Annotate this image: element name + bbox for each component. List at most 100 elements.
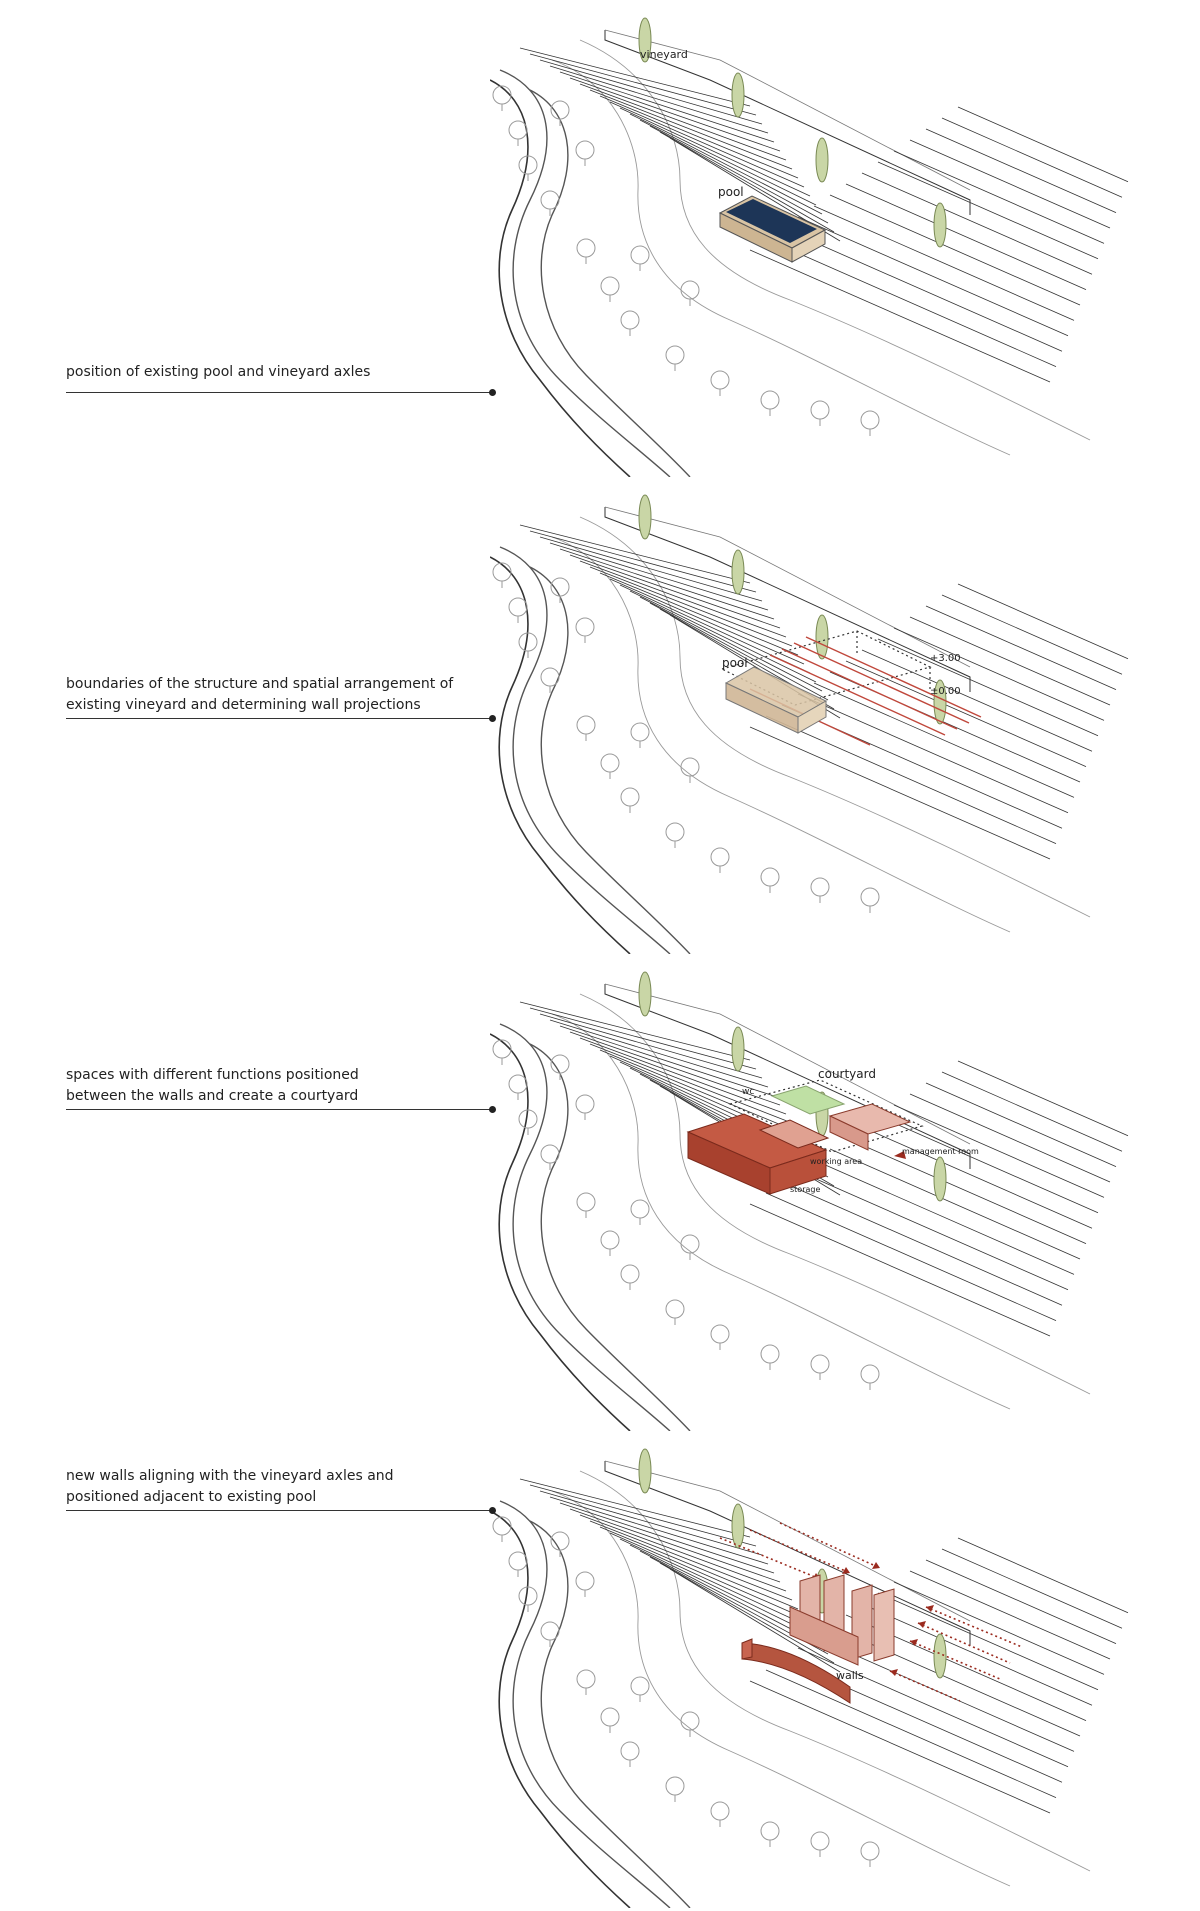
vineyard-row xyxy=(941,1548,1123,1629)
vineyard-row xyxy=(529,1484,757,1547)
vineyard-row xyxy=(765,715,1057,844)
vineyard-row xyxy=(909,616,1111,706)
terrain-curve xyxy=(499,546,671,954)
rule-end-dot xyxy=(489,715,496,722)
caption-line: boundaries of the structure and spatial … xyxy=(66,676,454,692)
vineyard-row xyxy=(659,131,835,233)
cypress-icon xyxy=(638,494,652,540)
vineyard-row xyxy=(893,1104,1105,1198)
caption-line: existing vineyard and determining wall p… xyxy=(66,697,421,713)
vineyard-row xyxy=(765,1192,1057,1321)
site-drawing xyxy=(490,494,1129,954)
vineyard-row xyxy=(861,172,1093,275)
terrain-curve xyxy=(579,1470,1091,1872)
rule-end-dot xyxy=(489,389,496,396)
vineyard-row xyxy=(877,1115,1099,1214)
site-axonometric-3: wc courtyard management room working are… xyxy=(490,954,1200,1431)
vineyard-row xyxy=(579,560,787,638)
terrain-curve xyxy=(551,1490,1011,1887)
caption-rule xyxy=(66,1510,494,1511)
vineyard-row xyxy=(569,1508,781,1583)
vineyard-row xyxy=(569,77,781,152)
cypress-icon xyxy=(731,1503,745,1549)
vineyard-row xyxy=(925,1559,1117,1644)
site-axonometric-4: walls xyxy=(490,1431,1200,1908)
vineyard-row xyxy=(941,1071,1123,1152)
vineyard-row xyxy=(797,693,1069,814)
vineyard-row xyxy=(589,1520,793,1601)
road-edge xyxy=(490,1033,631,1431)
vineyard-row xyxy=(797,1647,1069,1768)
vineyard-row xyxy=(893,627,1105,721)
vineyard-row xyxy=(925,128,1117,213)
panel-1-overlay: vineyard pool xyxy=(640,48,827,263)
label-pool: pool xyxy=(722,656,748,670)
entrance-arrow xyxy=(894,1151,906,1159)
vineyard-row xyxy=(649,602,829,701)
caption-rule xyxy=(66,718,494,719)
vineyard-row xyxy=(877,1592,1099,1691)
terrain-curve xyxy=(579,516,1091,918)
vineyard-row xyxy=(519,1001,751,1061)
level-lower: ±0.00 xyxy=(930,686,961,697)
caption: boundaries of the structure and spatial … xyxy=(66,674,453,716)
vineyard-row xyxy=(639,596,823,692)
vineyard-row xyxy=(845,1137,1087,1244)
vineyard-row xyxy=(781,227,1063,352)
vineyard-row xyxy=(589,89,793,170)
axis-arrows xyxy=(719,1522,1023,1702)
wall-end xyxy=(741,1638,753,1660)
cypress-icon xyxy=(731,72,745,118)
vineyard-row xyxy=(813,205,1075,321)
retaining-wall xyxy=(604,507,971,692)
terrain-curve xyxy=(529,1520,691,1908)
label-management-room: management room xyxy=(902,1147,979,1156)
vineyard-row xyxy=(559,71,775,143)
terrain-curve xyxy=(499,69,671,477)
vineyard-row xyxy=(569,554,781,629)
caption: position of existing pool and vineyard a… xyxy=(66,362,370,383)
vineyard-row xyxy=(529,53,757,116)
vineyard-row xyxy=(909,139,1111,229)
vineyard-row xyxy=(877,638,1099,737)
vineyard-row xyxy=(539,59,763,125)
vineyard-row xyxy=(539,536,763,602)
vineyard-row xyxy=(629,1544,817,1637)
vineyard-row xyxy=(549,542,769,611)
terrain-curve xyxy=(579,993,1091,1395)
caption-line: between the walls and create a courtyard xyxy=(66,1088,359,1104)
vineyard-row xyxy=(845,660,1087,767)
vineyard-row xyxy=(579,83,787,161)
vineyard-row xyxy=(659,1562,835,1664)
pool-water xyxy=(726,199,817,243)
vineyard-row xyxy=(549,65,769,134)
label-pool: pool xyxy=(718,185,744,199)
vineyard-row xyxy=(861,1603,1093,1706)
vineyard-row xyxy=(941,594,1123,675)
cypress-icon xyxy=(815,137,829,183)
vineyard-row xyxy=(877,161,1099,260)
vineyard-row xyxy=(893,1581,1105,1675)
level-upper: +3.00 xyxy=(930,653,961,664)
cypress-icon xyxy=(933,202,947,248)
wall-slab xyxy=(873,1588,895,1662)
vineyard-row xyxy=(619,1538,811,1628)
terrain-curve xyxy=(579,39,1091,441)
vineyard-row xyxy=(639,119,823,215)
caption-rule xyxy=(66,1109,494,1110)
wall-projection-lines xyxy=(749,636,982,746)
vineyard-row xyxy=(579,1514,787,1592)
vineyard-row xyxy=(599,1049,799,1133)
vineyard-row xyxy=(529,530,757,593)
label-vineyard: vineyard xyxy=(640,48,688,61)
vineyard-row xyxy=(589,566,793,647)
caption-rule xyxy=(66,392,494,393)
panel-2: pool +3.00 ±0.00 boundaries of the struc… xyxy=(0,477,1200,954)
vineyard-row xyxy=(829,1148,1081,1260)
vineyard-row xyxy=(957,1537,1129,1614)
vineyard-row xyxy=(909,1093,1111,1183)
vineyard-row xyxy=(609,578,805,665)
caption-line: new walls aligning with the vineyard axl… xyxy=(66,1468,394,1484)
caption-line: position of existing pool and vineyard a… xyxy=(66,364,371,380)
vineyard-row xyxy=(579,1037,787,1115)
